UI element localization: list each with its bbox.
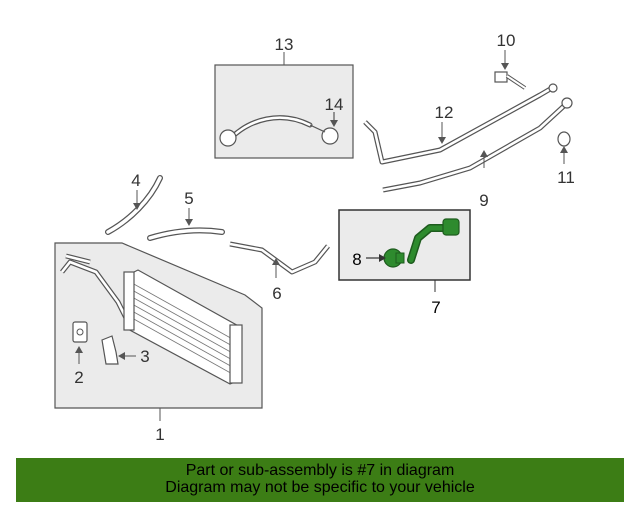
callout-3: 3	[140, 347, 149, 366]
callout-5: 5	[184, 189, 193, 208]
callout-7: 7	[431, 298, 440, 317]
part-12-tube	[363, 85, 554, 165]
part-7-box	[338, 209, 471, 281]
banner-line-1: Part or sub-assembly is #7 in diagram	[185, 462, 455, 479]
part-10-bolt	[494, 71, 527, 90]
part-2-bracket	[72, 321, 88, 343]
part-13-box	[214, 64, 354, 159]
callout-13: 13	[275, 35, 294, 54]
callout-9: 9	[479, 191, 488, 210]
banner-line-2: Diagram may not be specific to your vehi…	[165, 479, 475, 496]
callout-10: 10	[497, 31, 516, 50]
callout-8: 8	[352, 250, 361, 269]
callout-1: 1	[155, 425, 164, 444]
part-9-tube	[382, 103, 567, 193]
part-6-tube	[229, 241, 330, 275]
callout-12: 12	[435, 103, 454, 122]
parts-diagram: 13 14 10 12 9 11 8 7 4	[54, 31, 575, 444]
callout-2: 2	[74, 368, 83, 387]
callout-4: 4	[131, 171, 140, 190]
callout-11: 11	[557, 168, 575, 187]
part-11-oring	[557, 131, 571, 147]
part-1-cooler-box	[54, 242, 263, 409]
callout-6: 6	[272, 284, 281, 303]
part-3-bracket	[101, 335, 119, 365]
callout-14: 14	[325, 95, 344, 114]
info-banner: Part or sub-assembly is #7 in diagram Di…	[16, 458, 624, 502]
